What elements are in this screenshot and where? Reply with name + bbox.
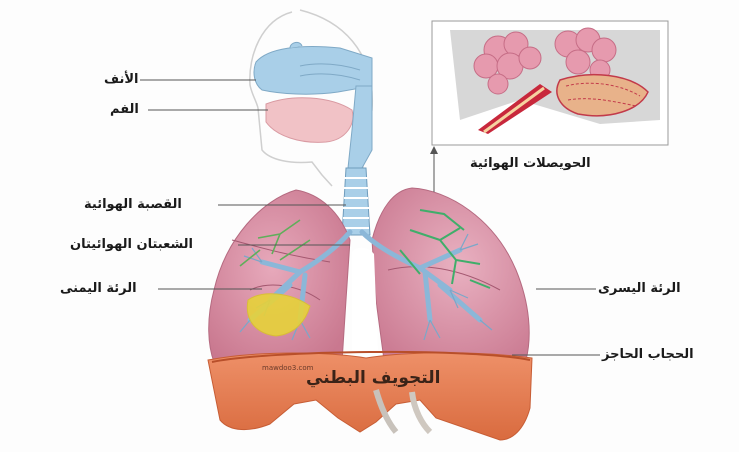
trachea-tube xyxy=(342,168,370,235)
mediastinum xyxy=(352,248,378,353)
right-lung-shape xyxy=(209,190,350,362)
label-left-lung: الرئة اليسرى xyxy=(598,281,681,297)
label-trachea: القصبة الهوائية xyxy=(84,197,182,213)
left-lung-shape xyxy=(372,188,529,360)
label-bronchi: الشعبتان الهوائيتان xyxy=(70,237,193,253)
label-mouth: الفم xyxy=(110,102,139,118)
abdominal-cavity-shape xyxy=(208,352,532,440)
label-abdominal-cavity: التجويف البطني xyxy=(306,370,440,386)
nasal-cavity xyxy=(254,42,372,94)
label-alveoli: الحويصلات الهوائية xyxy=(470,156,591,172)
pharynx xyxy=(348,86,372,168)
watermark: mawdoo3.com xyxy=(262,364,313,372)
mouth-cavity xyxy=(266,98,353,143)
alveoli-pointer-arrow-icon xyxy=(430,146,438,154)
label-nose: الأنف xyxy=(104,72,139,88)
alveoli-inset xyxy=(432,21,668,145)
label-right-lung: الرئة اليمنى xyxy=(60,281,137,297)
label-diaphragm: الحجاب الحاجز xyxy=(602,347,694,363)
